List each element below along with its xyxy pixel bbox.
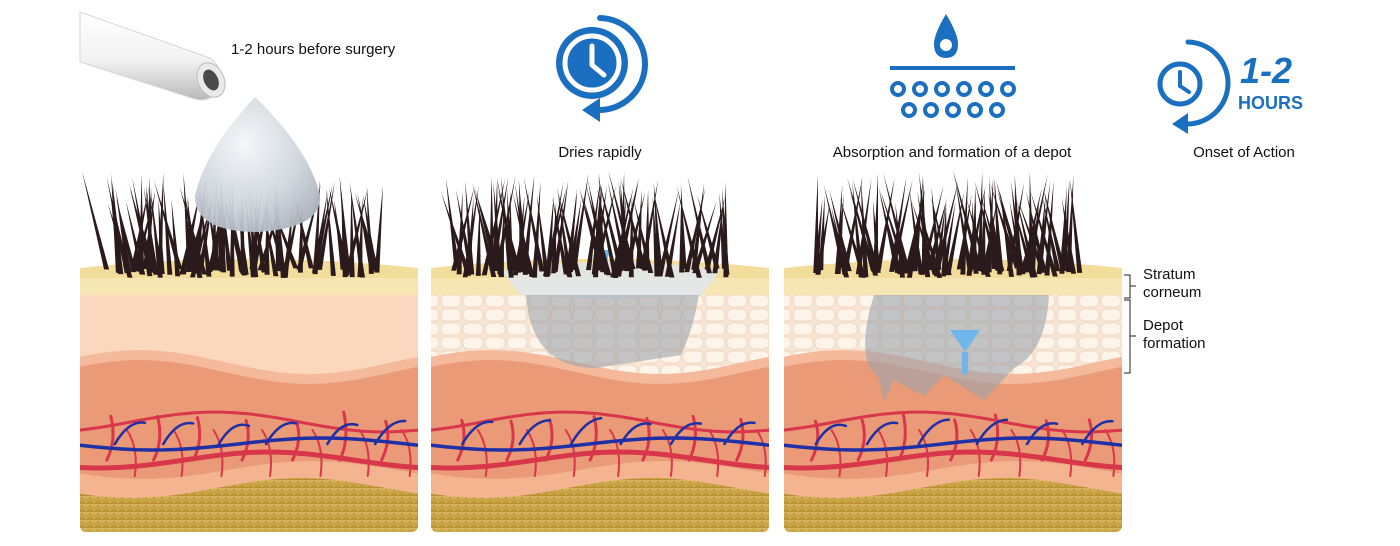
layer-brackets [1124, 274, 1136, 374]
hours-unit: HOURS [1238, 93, 1304, 113]
droplet-absorption-icon [890, 14, 1016, 118]
label-dries-rapidly: Dries rapidly [558, 144, 642, 161]
clock-onset-icon [1157, 39, 1231, 134]
hours-number: 1-2 [1240, 50, 1293, 91]
label-before-surgery: 1-2 hours before surgery [231, 41, 396, 58]
gel-droplet [195, 97, 321, 232]
skin-block-drying [431, 170, 769, 532]
skin-block-depot [784, 169, 1122, 532]
skin-block-before [80, 97, 418, 532]
label-onset: Onset of Action [1193, 144, 1295, 161]
label-absorption: Absorption and formation of a depot [832, 144, 1072, 161]
label-depot-formation: Depot formation [1143, 317, 1206, 352]
label-stratum-corneum: Stratum corneum [1143, 266, 1202, 301]
tube-icon [79, 11, 226, 101]
clock-refresh-icon [556, 15, 648, 122]
